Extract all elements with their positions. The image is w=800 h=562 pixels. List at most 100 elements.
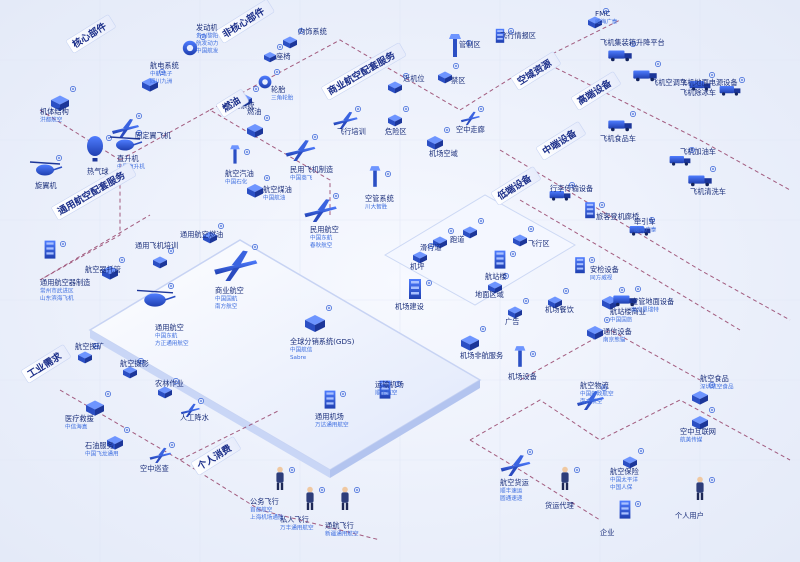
node-comm: [587, 317, 610, 340]
plus-icon: [124, 427, 130, 433]
node-agri: [158, 378, 179, 399]
node-sublabel: 上海机场通航: [250, 513, 284, 521]
tower-icon: [369, 166, 381, 187]
cube-icon: [508, 306, 522, 319]
plus-icon: [510, 251, 516, 257]
node-sublabel: 南方航空: [215, 302, 238, 310]
node-ins: [623, 448, 644, 469]
node-label: 机体结构: [40, 107, 69, 116]
node-sublabel: 中国国航: [215, 295, 238, 303]
node-air-corridor: [460, 106, 484, 125]
plus-icon: [649, 217, 655, 223]
plane-icon: [304, 199, 337, 222]
node-civil-mfg: [285, 134, 318, 161]
node-label: 通用航空: [155, 323, 184, 332]
node-ota: [692, 407, 715, 430]
node-joyride: [276, 466, 295, 490]
node-aviation-fuel: [230, 145, 250, 164]
plane-icon: [285, 140, 316, 161]
building-icon: [585, 202, 595, 219]
cube-icon: [488, 281, 502, 294]
person-icon: [341, 486, 349, 510]
node-runway: [463, 218, 484, 239]
section-banner: 低端设备: [491, 166, 541, 206]
plus-icon: [503, 273, 509, 279]
plus-icon: [106, 135, 112, 141]
node-sublabel: 顺丰航空: [375, 389, 398, 397]
node-fuel: [247, 115, 270, 138]
section-title: 非核心部件: [220, 5, 267, 41]
airport-platform: [384, 194, 576, 306]
node-label: 航空煤油: [263, 185, 292, 194]
plus-icon: [601, 385, 607, 391]
cube-icon: [78, 351, 92, 364]
node-label: 机场非航服务: [460, 351, 503, 360]
node-avionics: [142, 69, 165, 92]
node-general-aviation: [136, 283, 176, 307]
gear-icon: [182, 40, 198, 56]
node-sublabel: 中国航发: [196, 47, 219, 55]
node-label: 医疗救援: [65, 414, 94, 423]
node-label: 机场餐饮: [545, 305, 575, 314]
plus-icon: [169, 442, 175, 448]
node-label: 航空物流: [580, 381, 609, 390]
node-label: 副系统: [233, 101, 255, 110]
plus-icon: [530, 351, 536, 357]
cube-icon: [427, 136, 443, 150]
plus-icon: [93, 343, 99, 349]
tower-icon: [449, 34, 461, 57]
node-label: 飞机清洗车: [690, 187, 726, 196]
section-banner: 高端设备: [571, 71, 621, 111]
node-refuel: [669, 147, 695, 166]
node-non-aero: [461, 326, 486, 351]
truck-icon: [689, 81, 711, 91]
node-private-fly: [306, 486, 325, 510]
plus-icon: [218, 223, 224, 229]
node-label: 飞行区: [528, 239, 550, 248]
cube-icon: [264, 52, 276, 63]
connector-lines: [39, 19, 791, 541]
node-agent: [561, 466, 580, 490]
node-label: 飞机食品车: [600, 134, 636, 143]
node-sublabel: 南方航空: [580, 397, 603, 405]
node-label: 飞机空调车: [651, 78, 687, 87]
node-label: 空中走廊: [456, 125, 485, 134]
truck-icon: [608, 50, 632, 62]
node-sublabel: 中国商飞: [290, 174, 313, 182]
plane-icon: [180, 403, 200, 417]
node-sublabel: 中国邮政航空: [580, 390, 614, 398]
plus-icon: [159, 69, 165, 75]
node-sublabel: 万达通用航空: [315, 421, 349, 429]
node-commercial-aviation: [214, 244, 258, 281]
plus-icon: [168, 283, 174, 289]
cube-icon: [623, 456, 637, 469]
node-label: 通用航空燃油: [180, 230, 223, 239]
node-label: 发动机: [196, 23, 218, 32]
plus-icon: [312, 134, 318, 140]
node-label: 公务飞行: [250, 497, 279, 506]
cube-icon: [123, 366, 137, 379]
node-sublabel: 常州市武进区: [40, 287, 74, 295]
cube-icon: [305, 315, 325, 332]
node-sublabel: 航美传媒: [680, 436, 703, 444]
node-label: 跑道: [450, 235, 464, 244]
node-danger: [388, 106, 409, 127]
node-sublabel: 中航电子: [150, 70, 173, 78]
plus-icon: [635, 286, 641, 292]
node-sublabel: Sabre: [290, 355, 307, 361]
tower-icon: [230, 145, 240, 164]
truck-icon: [633, 70, 657, 82]
heli-icon: [29, 161, 63, 176]
plus-icon: [635, 501, 641, 507]
section-banner: 中端设备: [536, 121, 586, 161]
node-label: 管制区: [459, 40, 481, 49]
node-label: 地面区域: [475, 290, 504, 299]
plus-icon: [395, 381, 401, 387]
node-label: 机场空域: [429, 149, 458, 158]
node-ground-equipment: [613, 286, 641, 307]
node-balloon: [87, 135, 112, 162]
plus-icon: [136, 113, 142, 119]
node-sublabel: 山东滨海飞机: [40, 294, 74, 302]
cube-icon: [513, 234, 527, 247]
plus-icon: [70, 86, 76, 92]
